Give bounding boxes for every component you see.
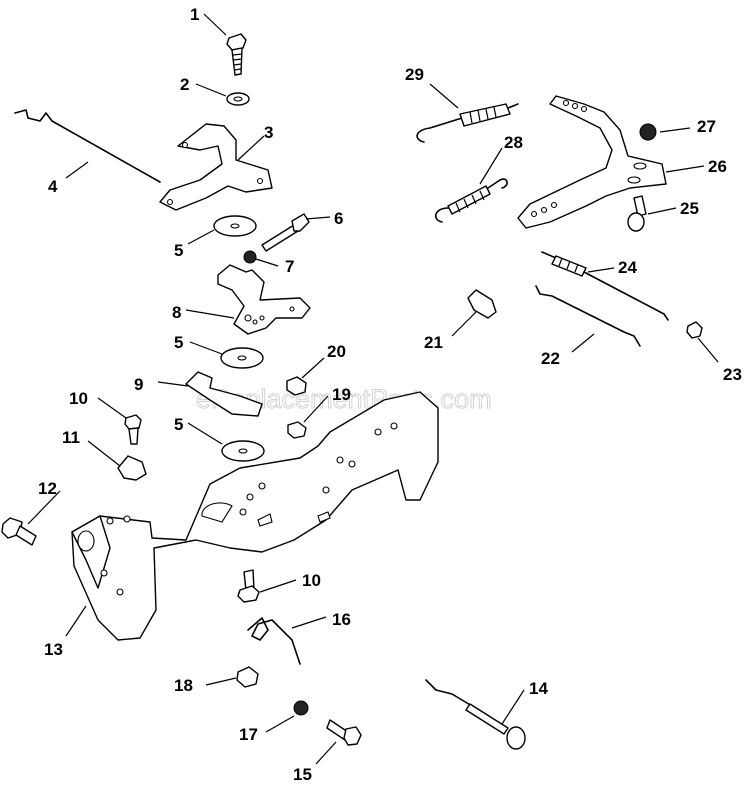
- callout-9: 9: [134, 375, 143, 394]
- part-20-nut: [286, 376, 307, 396]
- part-22-rod: [535, 285, 641, 347]
- callout-labels: 1 2 3 4 5 6 7 8 5 20 9 10 19 5 11 10 12 …: [38, 5, 742, 784]
- callout-22: 22: [541, 349, 560, 368]
- callout-10-lower: 10: [302, 571, 321, 590]
- part-8-lever: [217, 264, 311, 335]
- callout-16: 16: [332, 610, 351, 629]
- part-24-spring: [541, 251, 669, 321]
- part-6-screw: [261, 213, 310, 252]
- callout-25: 25: [680, 199, 699, 218]
- part-5-washer-bottom: [221, 440, 265, 462]
- callout-2: 2: [180, 75, 189, 94]
- part-2-washer: [226, 92, 250, 106]
- callout-27: 27: [697, 117, 716, 136]
- part-18-nut: [236, 666, 259, 688]
- part-14-cable: [425, 679, 526, 750]
- callout-6: 6: [334, 209, 343, 228]
- part-25-bolt: [627, 195, 647, 232]
- part-27-nut: [639, 123, 657, 141]
- callout-5-bottom: 5: [174, 415, 183, 434]
- callout-5-middle: 5: [174, 333, 183, 352]
- callout-17: 17: [239, 725, 258, 744]
- part-10-bolt-lower: [237, 569, 260, 603]
- part-13-bracket: [71, 391, 439, 641]
- callout-21: 21: [424, 333, 443, 352]
- callout-14: 14: [529, 679, 548, 698]
- callout-8: 8: [172, 303, 181, 322]
- callout-24: 24: [618, 258, 637, 277]
- part-12-bolt: [1, 517, 37, 546]
- part-16-spring: [247, 617, 301, 665]
- part-11-clamp: [117, 455, 147, 481]
- part-23-nut: [686, 321, 703, 339]
- part-19-nut: [287, 421, 307, 439]
- callout-19: 19: [332, 385, 351, 404]
- part-4-rod: [14, 109, 161, 183]
- part-5-washer-top: [213, 215, 257, 237]
- callout-28: 28: [504, 133, 523, 152]
- part-21-clip: [467, 289, 497, 319]
- part-10-bolt-upper: [124, 414, 142, 445]
- part-9-clip: [185, 371, 263, 417]
- callout-26: 26: [708, 157, 727, 176]
- callout-3: 3: [264, 123, 273, 142]
- part-28-spring: [435, 178, 508, 223]
- callout-23: 23: [723, 365, 742, 384]
- callout-13: 13: [44, 640, 63, 659]
- callout-29: 29: [405, 65, 424, 84]
- callout-7: 7: [285, 257, 294, 276]
- part-3-lever: [159, 123, 273, 211]
- callout-11: 11: [62, 428, 80, 447]
- part-1-bolt: [226, 33, 247, 76]
- callout-20: 20: [327, 342, 346, 361]
- part-17-nut: [293, 700, 309, 716]
- part-5-washer-middle: [220, 347, 264, 369]
- callout-10-upper: 10: [69, 389, 88, 408]
- callout-18: 18: [174, 676, 193, 695]
- callout-5-top: 5: [174, 241, 183, 260]
- part-7-nut: [243, 250, 257, 264]
- callout-15: 15: [293, 765, 312, 784]
- callout-4: 4: [48, 177, 58, 196]
- part-29-spring: [416, 103, 519, 143]
- callout-1: 1: [190, 5, 199, 24]
- callout-12: 12: [38, 479, 57, 498]
- leader-lines: [27, 13, 719, 765]
- part-15-bolt: [326, 719, 362, 746]
- part-26-governor-arm: [517, 95, 667, 229]
